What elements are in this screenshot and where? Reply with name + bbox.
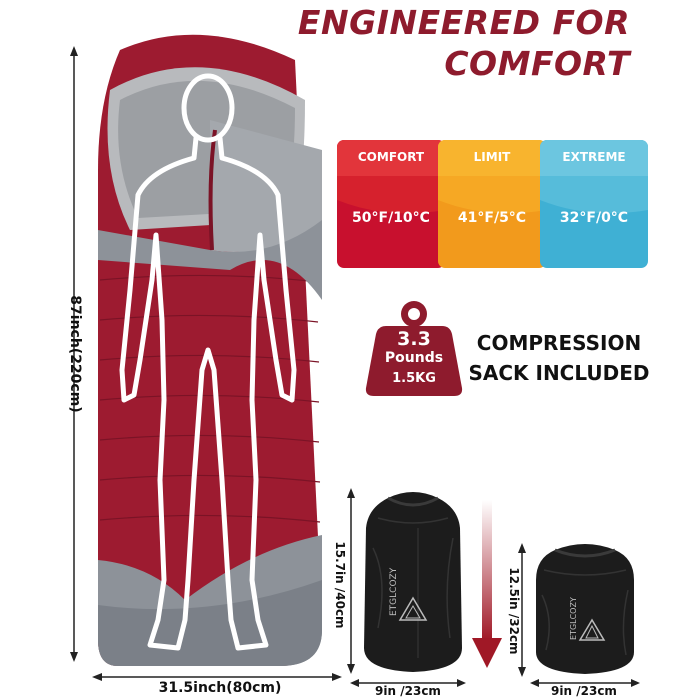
large-sack-height-label: 15.7in /40cm <box>333 541 347 629</box>
headline-line-1: ENGINEERED FOR <box>297 3 630 42</box>
large-sack-brand: ETGLCOZY <box>389 567 399 616</box>
small-sack-width-arrow <box>530 679 640 687</box>
compression-line-1: COMPRESSION <box>476 331 642 355</box>
comfort-card-background <box>337 140 445 268</box>
small-compression-sack-image: ETGLCOZY <box>536 544 634 674</box>
extreme-rating-card: EXTREME 32°F/0°C <box>540 140 648 268</box>
comfort-label: COMFORT <box>357 150 425 164</box>
length-dimension-arrow <box>70 46 78 662</box>
weight-number: 3.3 <box>397 328 431 350</box>
weight-badge-icon <box>365 301 463 396</box>
sleeping-bag-image <box>98 34 322 666</box>
headline-line-2: COMFORT <box>444 44 630 83</box>
large-compression-sack-image: ETGLCOZY <box>364 492 462 672</box>
compression-line-2: SACK INCLUDED <box>468 361 650 385</box>
extreme-card-background <box>540 140 648 268</box>
limit-label: LIMIT <box>473 150 511 164</box>
small-sack-height-arrow <box>518 543 526 677</box>
limit-rating-card: LIMIT 41°F/5°C <box>438 140 546 268</box>
width-label: 31.5inch(80cm) <box>158 680 282 696</box>
small-sack-height-label: 12.5in /32cm <box>507 567 521 655</box>
length-label: 87inch(220cm) <box>67 295 83 413</box>
large-sack-height-arrow <box>347 488 355 674</box>
comfort-value: 50°F/10°C <box>352 210 430 226</box>
weight-unit: Pounds <box>384 350 444 366</box>
weight-metric: 1.5KG <box>392 371 436 386</box>
compress-down-arrow-icon <box>472 500 502 668</box>
compression-sack-text: COMPRESSION SACK INCLUDED <box>464 328 654 388</box>
limit-card-background <box>438 140 546 268</box>
headline: ENGINEERED FOR COMFORT <box>298 2 630 84</box>
limit-value: 41°F/5°C <box>457 210 527 226</box>
large-sack-width-label: 9in /23cm <box>375 684 441 698</box>
extreme-label: EXTREME <box>562 150 626 164</box>
large-sack-width-arrow <box>350 679 466 687</box>
small-sack-brand: ETGLCOZY <box>569 597 578 640</box>
extreme-value: 32°F/0°C <box>559 210 629 226</box>
comfort-rating-card: COMFORT 50°F/10°C <box>337 140 445 268</box>
small-sack-width-label: 9in /23cm <box>551 684 617 698</box>
width-dimension-arrow <box>92 673 342 681</box>
